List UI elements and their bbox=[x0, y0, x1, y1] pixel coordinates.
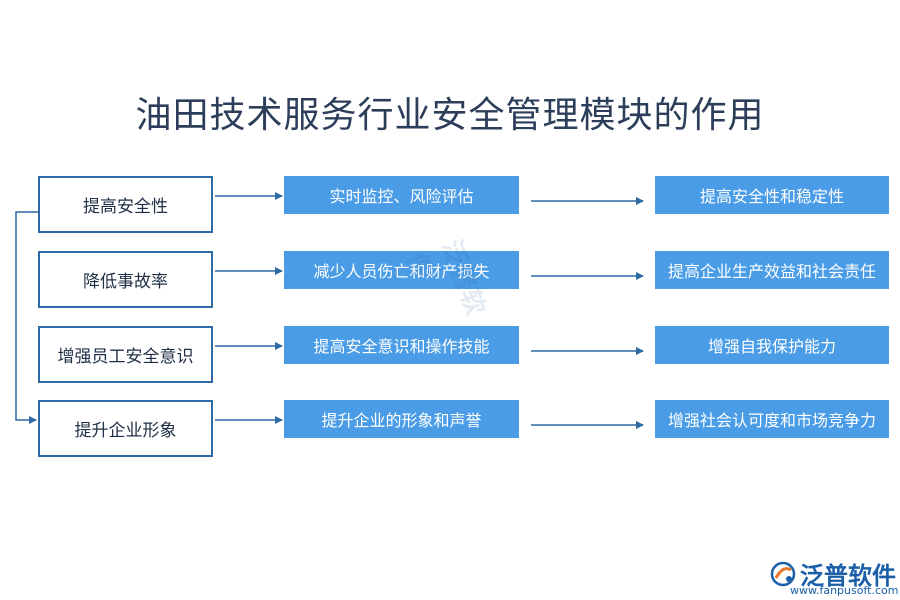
result-box: 提高企业生产效益和社会责任 bbox=[655, 251, 889, 289]
result-box: 提高安全性和稳定性 bbox=[655, 176, 889, 214]
action-box: 提高安全意识和操作技能 bbox=[284, 326, 519, 364]
result-box: 增强社会认可度和市场竞争力 bbox=[655, 400, 889, 438]
category-box: 增强员工安全意识 bbox=[38, 326, 213, 383]
brand-name: 泛普软件 bbox=[800, 562, 896, 590]
action-box: 减少人员伤亡和财产损失 bbox=[284, 251, 519, 289]
category-box: 提升企业形象 bbox=[38, 400, 213, 457]
action-box: 提升企业的形象和声誉 bbox=[284, 400, 519, 438]
category-box: 提高安全性 bbox=[38, 176, 213, 233]
fanpu-logo-icon bbox=[770, 561, 796, 586]
brand-url: www.fanpusoft.com bbox=[790, 584, 899, 597]
category-box: 降低事故率 bbox=[38, 251, 213, 308]
bracket-connector bbox=[15, 211, 38, 424]
diagram-title: 油田技术服务行业安全管理模块的作用 bbox=[135, 95, 765, 136]
action-box: 实时监控、风险评估 bbox=[284, 176, 519, 214]
brand-logo: 泛普软件 bbox=[770, 556, 896, 591]
result-box: 增强自我保护能力 bbox=[655, 326, 889, 364]
